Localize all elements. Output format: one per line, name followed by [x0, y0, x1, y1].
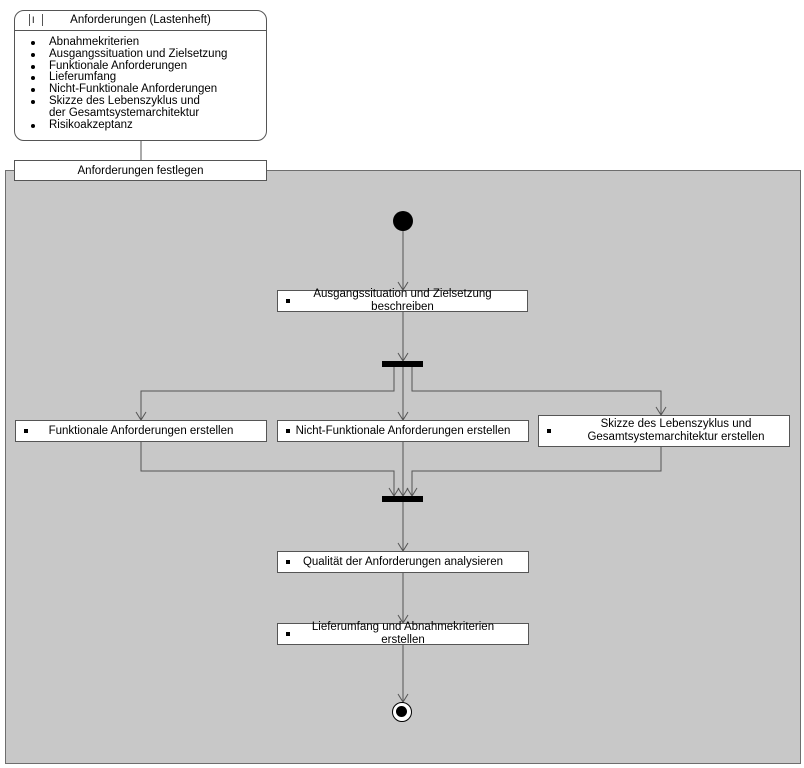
final-node: [392, 702, 412, 722]
join-bar: [382, 496, 423, 502]
artifact-item-list: Abnahmekriterien Ausgangssituation und Z…: [15, 31, 266, 131]
bullet-icon: [31, 88, 35, 93]
action-marker-icon: [286, 560, 290, 564]
artifact-item: Abnahmekriterien: [15, 36, 266, 49]
action-delivery[interactable]: Lieferumfang und Abnahmekriterien erstel…: [277, 621, 529, 646]
action-marker-icon: [286, 632, 290, 636]
action-marker-icon: [286, 429, 290, 433]
artifact-title: Anforderungen (Lastenheft): [70, 14, 211, 26]
action-marker-icon: [24, 429, 28, 433]
artifact-item: Ausgangssituation und Zielsetzung: [15, 48, 266, 61]
flow-sketch-join: [411, 447, 662, 496]
bullet-icon: [31, 99, 35, 104]
document-icon: I: [29, 14, 43, 26]
initial-node: [393, 211, 413, 231]
artifact-header: I Anforderungen (Lastenheft): [15, 11, 266, 31]
action-functional[interactable]: Funktionale Anforderungen erstellen: [15, 420, 267, 442]
artifact-item: Lieferumfang: [15, 71, 266, 84]
action-marker-icon: [547, 429, 551, 433]
flow-fork-functional: [140, 367, 395, 420]
bullet-icon: [31, 52, 35, 57]
fork-bar: [382, 361, 423, 367]
artifact-item: Skizze des Lebenszyklus und der Gesamtsy…: [15, 95, 266, 120]
bullet-icon: [31, 123, 35, 128]
action-describe[interactable]: Ausgangssituation und Zielsetzung beschr…: [277, 288, 528, 313]
artifact-lastenheft: I Anforderungen (Lastenheft) Abnahmekrit…: [14, 10, 267, 141]
action-marker-icon: [286, 299, 290, 303]
bullet-icon: [31, 76, 35, 81]
artifact-item: Funktionale Anforderungen: [15, 60, 266, 73]
final-node-core: [396, 706, 407, 717]
artifact-item: Risikoakzeptanz: [15, 119, 266, 132]
action-nonfunctional[interactable]: Nicht-Funktionale Anforderungen erstelle…: [277, 420, 529, 442]
process-label: Anforderungen festlegen: [14, 160, 267, 181]
flow-functional-join: [140, 442, 395, 496]
action-analyze[interactable]: Qualität der Anforderungen analysieren: [277, 551, 529, 573]
bullet-icon: [31, 64, 35, 69]
artifact-item: Nicht-Funktionale Anforderungen: [15, 83, 266, 96]
action-sketch[interactable]: Skizze des Lebenszyklus und Gesamtsystem…: [538, 415, 790, 447]
bullet-icon: [31, 41, 35, 45]
flow-fork-sketch: [411, 367, 662, 415]
